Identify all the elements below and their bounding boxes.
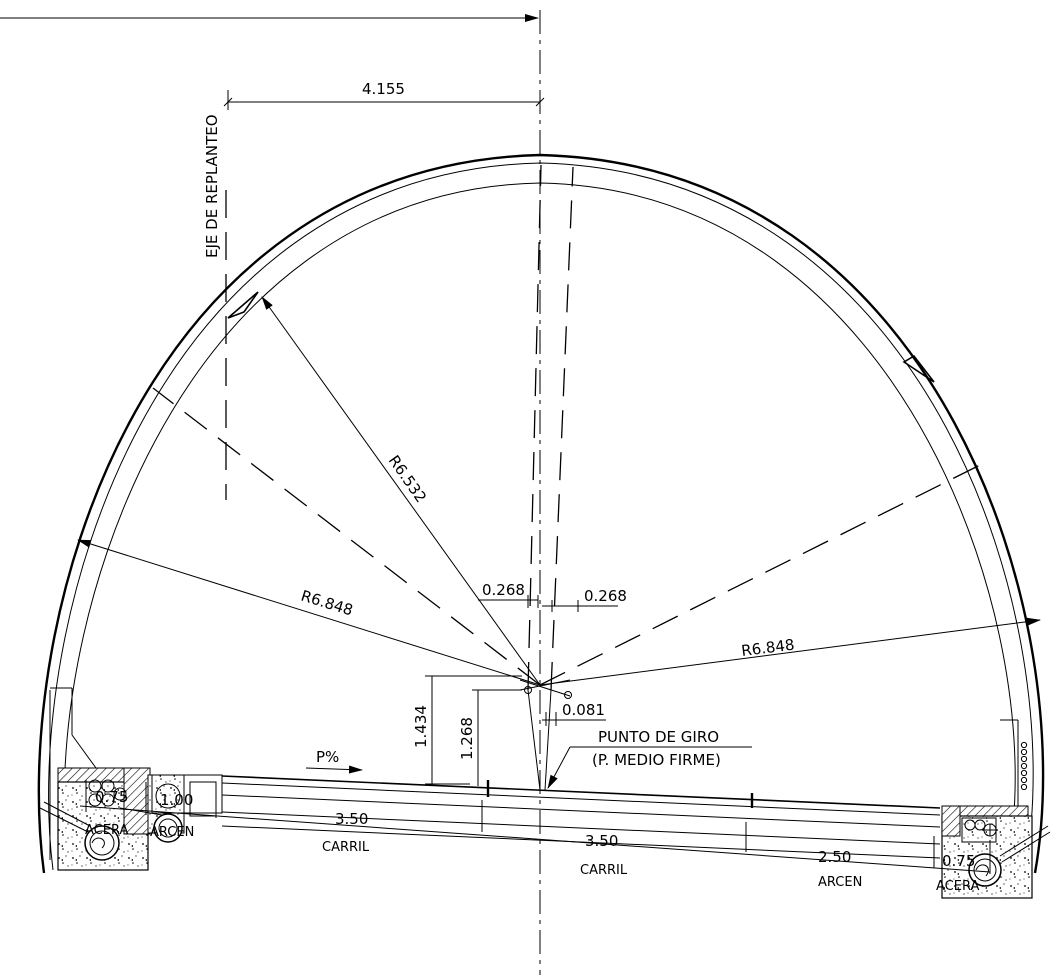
width-acera-left-value: 0.75 bbox=[95, 788, 128, 806]
setout-axis: EJE DE REPLANTEO bbox=[203, 114, 227, 500]
tunnel-lining bbox=[37, 153, 1045, 874]
width-arcen-right: 2.50 ARCEN bbox=[818, 848, 862, 890]
width-carril-left-name: CARRIL bbox=[322, 840, 370, 855]
width-arcen-left-value: 1.00 bbox=[160, 791, 193, 809]
dim-268-left-label: 0.268 bbox=[482, 581, 525, 599]
offset-dimension-label: 4.155 bbox=[362, 80, 405, 98]
width-arcen-left-name: ARCEN bbox=[150, 825, 194, 840]
pivot-point-note: PUNTO DE GIRO (P. MEDIO FIRME) bbox=[547, 728, 752, 789]
width-arcen-left: 1.00 ARCEN bbox=[150, 791, 194, 840]
dim-1268-label: 1.268 bbox=[458, 717, 476, 760]
bottom-width-dimensions: 0.75 ACERA 1.00 ARCEN 3.50 CARRIL 3.50 C… bbox=[79, 780, 991, 894]
offset-dimension: 4.155 bbox=[223, 80, 545, 110]
radius-crown-label: R6.532 bbox=[385, 452, 430, 506]
right-sidewalk bbox=[941, 719, 1051, 899]
width-acera-right-name: ACERA bbox=[936, 879, 979, 894]
width-carril-left: 3.50 CARRIL bbox=[322, 810, 370, 855]
width-acera-left: 0.75 ACERA bbox=[85, 788, 128, 838]
width-acera-right-value: 0.75 bbox=[942, 852, 975, 870]
width-acera-right: 0.75 ACERA bbox=[936, 852, 979, 894]
slope-label: P% bbox=[316, 748, 339, 766]
dim-1434-label: 1.434 bbox=[412, 705, 430, 748]
setout-axis-label: EJE DE REPLANTEO bbox=[203, 114, 221, 258]
left-sidewalk bbox=[39, 687, 223, 871]
width-arcen-right-name: ARCEN bbox=[818, 875, 862, 890]
width-carril-right: 3.50 CARRIL bbox=[580, 832, 628, 878]
dim-081-label: 0.081 bbox=[562, 701, 605, 719]
width-arcen-right-value: 2.50 bbox=[818, 848, 851, 866]
dim-268-right: 0.268 bbox=[542, 587, 627, 612]
dim-081: 0.081 bbox=[542, 701, 606, 726]
width-carril-right-name: CARRIL bbox=[580, 863, 628, 878]
pivot-point-label: PUNTO DE GIRO bbox=[598, 728, 719, 746]
radius-lines: R6.532 R6.848 R6.848 bbox=[77, 296, 1041, 686]
radius-right-label: R6.848 bbox=[740, 636, 795, 660]
pivot-point-sublabel: (P. MEDIO FIRME) bbox=[592, 751, 721, 769]
width-carril-left-value: 3.50 bbox=[335, 810, 368, 828]
dim-268-right-label: 0.268 bbox=[584, 587, 627, 605]
radius-left-label: R6.848 bbox=[299, 587, 355, 620]
slope-indicator: P% bbox=[305, 748, 363, 774]
width-carril-right-value: 3.50 bbox=[585, 832, 618, 850]
dim-268-left: 0.268 bbox=[478, 581, 539, 608]
rotation-point bbox=[519, 679, 572, 699]
width-acera-left-name: ACERA bbox=[85, 823, 128, 838]
radial-dashed-lines bbox=[152, 164, 991, 791]
dim-heights: 1.434 1.268 bbox=[412, 675, 522, 786]
lighting-fixtures bbox=[227, 291, 935, 383]
